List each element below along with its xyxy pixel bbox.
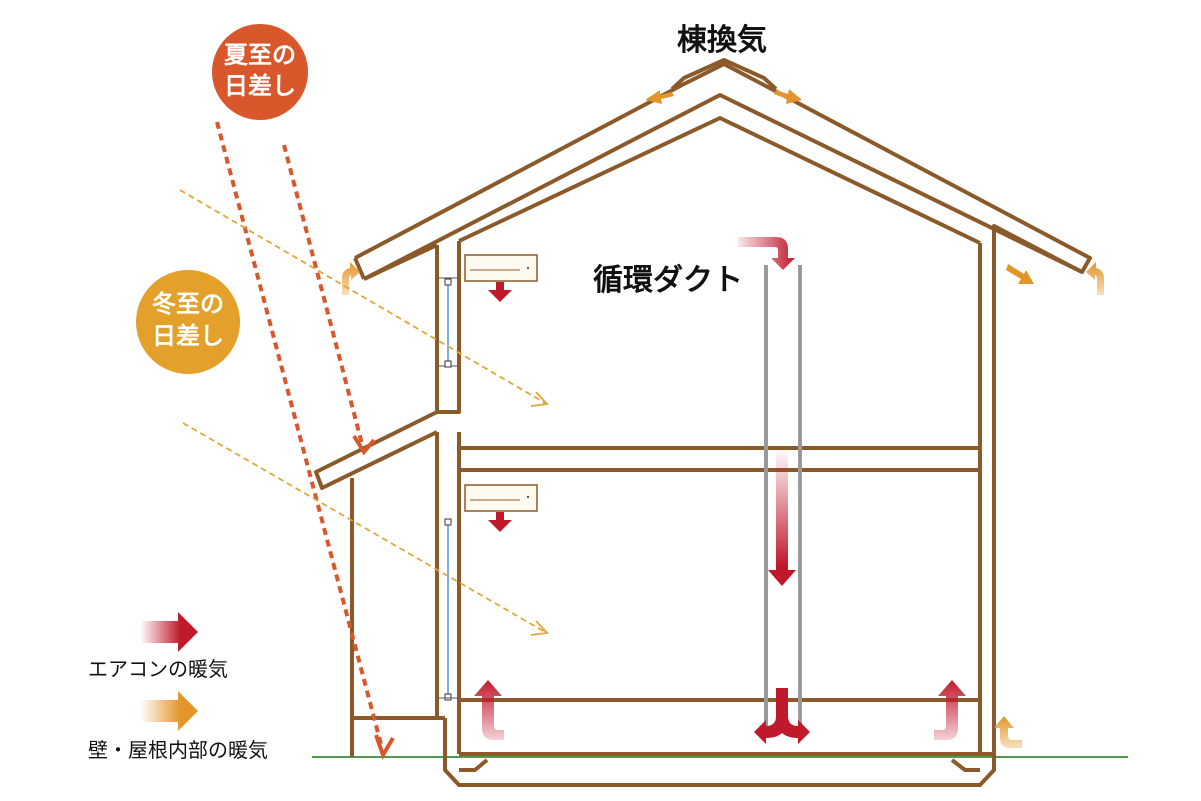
- summer-sun-label-2: 日差し: [224, 72, 296, 100]
- window-lower: [437, 518, 459, 701]
- eave-upflow-arrow-far-right: [1086, 262, 1104, 295]
- ceiling-line: [458, 116, 981, 245]
- air-conditioner-icon: [464, 254, 538, 282]
- summer-sun-badge: 夏至の 日差し: [212, 24, 308, 120]
- duct-intake-arrow: [738, 237, 795, 270]
- legend-wall-label: 壁・屋根内部の暖気: [88, 738, 268, 762]
- duct-downflow-arrow: [768, 448, 796, 586]
- legend-wall-arrow-icon: [140, 691, 198, 731]
- winter-ray-arrowhead: [530, 391, 549, 407]
- summer-sun-label-1: 夏至の: [224, 41, 296, 69]
- air-conditioner-icon: [464, 484, 538, 512]
- left-eave-link: [363, 243, 438, 281]
- wall-upflow-arrow-right: [994, 716, 1022, 748]
- legend-ac-label: エアコンの暖気: [88, 657, 228, 681]
- summer-ray-arrowhead: [352, 434, 376, 456]
- legend: エアコンの暖気 壁・屋根内部の暖気: [88, 612, 268, 762]
- circulation-duct: [764, 265, 802, 732]
- roof-ridge-cap: [670, 58, 778, 91]
- ac-downflow-arrow-upper: [488, 282, 512, 302]
- ac-downflow-arrow-lower: [488, 512, 512, 532]
- winter-sun-label-1: 冬至の: [152, 290, 224, 318]
- winter-ray-arrowhead: [530, 620, 549, 636]
- winter-sun-rays: [179, 189, 546, 633]
- roof-vent-label: 棟換気: [677, 23, 767, 58]
- floor-upflow-arrow-right: [934, 680, 966, 740]
- winter-sun-badge: 冬至の 日差し: [136, 270, 240, 374]
- roof-inner-left: [363, 93, 1083, 281]
- second-floor-slab: [457, 446, 982, 472]
- ground-floor-slab: [459, 698, 980, 756]
- foundation-inner: [459, 758, 980, 772]
- ridge-vent-arrow-right: [774, 89, 802, 104]
- legend-ac-arrow-icon: [140, 612, 198, 652]
- foundation: [443, 754, 996, 787]
- summer-ray-arrowhead: [374, 734, 395, 760]
- left-wall-lower: [350, 432, 439, 720]
- left-wall-upper: [435, 241, 461, 414]
- ridge-vent-arrow-left: [645, 90, 674, 104]
- duct-label: 循環ダクト: [593, 263, 743, 298]
- summer-sun-rays: [215, 121, 384, 749]
- eave-outflow-arrow-right: [1006, 264, 1034, 284]
- window-upper: [437, 277, 459, 368]
- winter-sun-label-2: 日差し: [152, 322, 224, 350]
- house-structure: [314, 58, 1092, 787]
- lean-to-roof: [314, 410, 438, 490]
- floor-upflow-arrow-left: [474, 680, 504, 740]
- roof-outer: [354, 62, 1092, 756]
- roof-underside: [353, 257, 366, 280]
- duct-outlet-arrow-left: [754, 688, 788, 744]
